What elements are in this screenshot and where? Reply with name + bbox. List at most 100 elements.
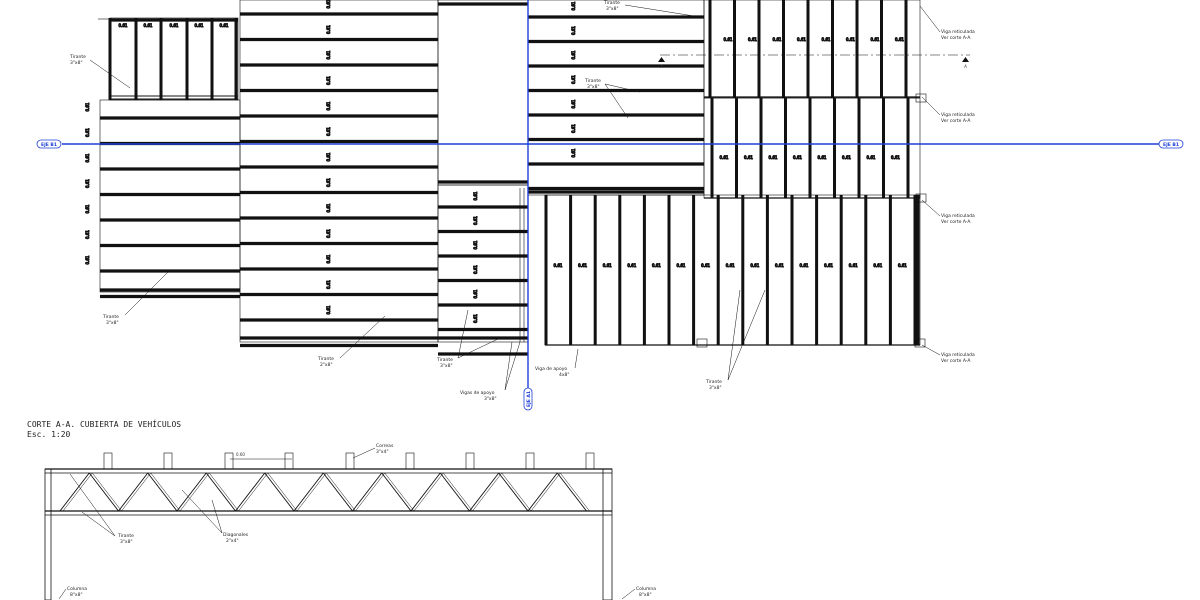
- section-diagonal: [527, 472, 558, 512]
- narrow-lower-span-label: 0.61: [473, 191, 478, 200]
- section-diagonal: [556, 472, 587, 512]
- support-block: [914, 338, 926, 348]
- section-diagonal: [62, 472, 93, 512]
- plan-geometry: 0.61 0.61 0.61 0.61 0.61 0.61 0.61 0.61 0.61 0.61…: [85, 0, 927, 356]
- svg-text:Columna: Columna: [636, 586, 656, 592]
- narrow-lower-span-label: 0.61: [473, 216, 478, 225]
- right-upper-span-label: 0.61: [571, 148, 576, 157]
- svg-text:Tirante: Tirante: [69, 54, 86, 60]
- svg-text:3"x8": 3"x8": [587, 84, 600, 90]
- axis-b1-bubble-right[interactable]: [1158, 139, 1184, 149]
- section-purlin: [224, 452, 234, 470]
- plan-annotations: Tirante 3"x8" Tirante 3"x8" Tirante 3"x8…: [69, 0, 975, 402]
- center-block-span-label: 0.61: [326, 25, 331, 34]
- lower-right-span-label: 0.61: [800, 263, 809, 268]
- svg-text:Tirante: Tirante: [317, 356, 334, 362]
- lower-right-span-label: 0.61: [824, 263, 833, 268]
- section-column-left: [44, 468, 52, 600]
- label-tirante-left-lower: Tirante 3"x8": [102, 269, 171, 326]
- narrow-lower-span-label: 0.61: [473, 265, 478, 274]
- lower-right-span-label: 0.61: [701, 263, 710, 268]
- lower-right-span-label: 0.61: [603, 263, 612, 268]
- middle-right-span-label: 0.61: [769, 155, 778, 160]
- svg-text:Ver corte A-A: Ver corte A-A: [941, 118, 971, 124]
- svg-text:Viga de apoyo: Viga de apoyo: [535, 366, 567, 372]
- section-diagonal: [322, 472, 353, 512]
- section-marker-group: A A: [658, 54, 970, 69]
- right-upper-outline: [527, 0, 705, 196]
- section-diagonal: [296, 472, 327, 512]
- svg-text:8"x8": 8"x8": [639, 592, 652, 598]
- section-diagonal: [530, 472, 561, 512]
- lower-right-span-label: 0.61: [849, 263, 858, 268]
- label-correas: Correas 3"x4": [352, 443, 394, 459]
- svg-text:3"x4": 3"x4": [376, 449, 389, 455]
- svg-text:Tirante: Tirante: [102, 314, 119, 320]
- svg-text:Ver corte A-A: Ver corte A-A: [941, 358, 971, 364]
- section-title: CORTE A-A. CUBIERTA DE VEHÍCULOS: [27, 418, 181, 429]
- middle-right-span-label: 0.61: [720, 155, 729, 160]
- middle-right-span-label: 0.61: [842, 155, 851, 160]
- center-block-span-label: 0.61: [326, 254, 331, 263]
- svg-text:3"x8": 3"x8": [106, 320, 119, 326]
- upper-right-outline: [703, 0, 921, 99]
- axis-a1-bubble[interactable]: [523, 387, 533, 411]
- svg-text:0.60: 0.60: [236, 452, 245, 457]
- center-block-span-label: 0.61: [326, 280, 331, 289]
- center-block-outline: [239, 0, 439, 343]
- label-tirante-center-lower: Tirante 3"x8": [436, 309, 501, 369]
- label-columna-left: Columna 8"x8": [58, 586, 87, 600]
- section-diagonal: [469, 472, 500, 512]
- section-marker-left-letter: A: [660, 64, 663, 69]
- section-diagonal: [293, 472, 324, 512]
- narrow-top-outline: [437, 0, 529, 186]
- upper-right-span-label: 0.61: [822, 37, 831, 42]
- svg-text:8"x8": 8"x8": [70, 592, 83, 598]
- middle-right-span-label: 0.61: [793, 155, 802, 160]
- lower-right-span-label: 0.61: [627, 263, 636, 268]
- section-dimension: 0.60: [230, 452, 292, 460]
- svg-text:Columna: Columna: [67, 586, 87, 592]
- axis-b1-bubble-left[interactable]: [36, 139, 62, 149]
- upper-right-span-label: 0.61: [871, 37, 880, 42]
- top-left-block-span-label: 0.61: [144, 23, 153, 28]
- section-diagonal: [176, 472, 207, 512]
- axis-b1-label-left: EJE B1: [41, 142, 57, 148]
- label-tirante-mid-right: Tirante 3"x8": [584, 78, 641, 119]
- section-purlin: [103, 452, 113, 470]
- section-a-a: CORTE A-A. CUBIERTA DE VEHÍCULOS Esc. 1:…: [27, 418, 656, 600]
- right-upper-span-label: 0.61: [571, 50, 576, 59]
- section-diagonal: [92, 472, 122, 512]
- left-block-span-label: 0.61: [85, 204, 90, 213]
- upper-right-span-label: 0.61: [724, 37, 733, 42]
- lower-right-span-label: 0.61: [775, 263, 784, 268]
- label-vigas-apoyo: Vigas de apoyo 3"x8": [460, 341, 521, 402]
- left-block-span-label: 0.61: [85, 153, 90, 162]
- label-viga-reticulada-3: Viga reticulada Ver corte A-A: [921, 199, 975, 225]
- section-purlin: [284, 452, 294, 470]
- section-diagonal: [59, 472, 90, 512]
- svg-text:3"x8": 3"x8": [440, 363, 453, 369]
- lower-right-span-label: 0.61: [750, 263, 759, 268]
- svg-text:3"x8": 3"x8": [70, 60, 83, 66]
- svg-text:Viga reticulada: Viga reticulada: [941, 352, 975, 358]
- section-marker-right-arrow: [962, 57, 969, 62]
- center-block-span-label: 0.61: [326, 76, 331, 85]
- svg-text:Diagonales: Diagonales: [223, 532, 249, 538]
- section-diagonal: [209, 472, 239, 512]
- svg-text:Viga reticulada: Viga reticulada: [941, 213, 975, 219]
- section-purlin: [345, 452, 355, 470]
- section-diagonal: [147, 472, 178, 512]
- center-block-span-label: 0.61: [326, 178, 331, 187]
- center-block-span-label: 0.61: [326, 229, 331, 238]
- svg-text:Ver corte A-A: Ver corte A-A: [941, 35, 971, 41]
- axis-lines: EJE B1 EJE B1 EJE A1: [36, 0, 1184, 411]
- section-diagonal: [352, 472, 383, 512]
- section-diagonal: [498, 472, 529, 512]
- middle-right-span-label: 0.61: [744, 155, 753, 160]
- center-block-span-label: 0.61: [326, 203, 331, 212]
- upper-right-span-label: 0.61: [895, 37, 904, 42]
- svg-text:Tirante: Tirante: [117, 533, 134, 539]
- section-diagonal: [235, 472, 266, 512]
- section-diagonal: [88, 472, 119, 512]
